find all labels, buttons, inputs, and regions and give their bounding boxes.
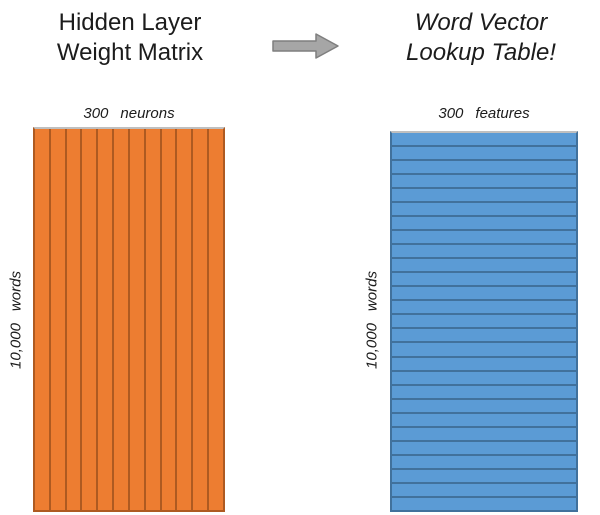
lookup-table-row: [392, 315, 576, 330]
lookup-table-row: [392, 161, 576, 176]
right-title-line2: Lookup Table!: [406, 39, 556, 66]
lookup-table-row: [392, 287, 576, 302]
right-arrow-icon: [272, 33, 339, 59]
hidden-layer-weight-matrix: [33, 127, 225, 512]
weight-matrix-column: [66, 129, 83, 510]
lookup-table-row: [392, 427, 576, 442]
right-top-label-unit: features: [475, 104, 530, 122]
lookup-table-row: [392, 189, 576, 204]
left-matrix-side-label: 10,000 words: [8, 271, 25, 369]
lookup-table-row: [392, 441, 576, 456]
lookup-table-row: [392, 273, 576, 288]
left-matrix-top-label: 300 neurons: [33, 103, 225, 123]
lookup-table-row: [392, 133, 576, 148]
lookup-table-row: [392, 259, 576, 274]
left-top-label-number: 300: [83, 104, 109, 122]
right-top-label-number: 300: [438, 104, 464, 122]
weight-matrix-column: [129, 129, 146, 510]
lookup-table-row: [392, 483, 576, 498]
lookup-table-row: [392, 357, 576, 372]
lookup-table-row: [392, 371, 576, 386]
left-side-label-number: 10,000: [7, 323, 25, 369]
weight-matrix-column: [98, 129, 115, 510]
right-matrix-top-label: 300 features: [390, 103, 578, 123]
lookup-table-row: [392, 329, 576, 344]
weight-matrix-column: [50, 129, 67, 510]
right-title-line1: Word Vector: [414, 9, 548, 36]
lookup-table-row: [392, 231, 576, 246]
lookup-table-row: [392, 497, 576, 510]
lookup-table-row: [392, 245, 576, 260]
lookup-table-row: [392, 343, 576, 358]
weight-matrix-column: [145, 129, 162, 510]
weight-matrix-column: [82, 129, 99, 510]
lookup-table-row: [392, 175, 576, 190]
lookup-table-row: [392, 413, 576, 428]
right-matrix-side-label: 10,000 words: [364, 271, 381, 369]
left-title: Hidden Layer Weight Matrix: [20, 8, 240, 68]
left-title-line2: Weight Matrix: [56, 39, 204, 66]
lookup-table-row: [392, 147, 576, 162]
lookup-table-row: [392, 385, 576, 400]
weight-matrix-column: [114, 129, 130, 510]
left-title-line1: Hidden Layer: [58, 9, 202, 36]
left-side-label-unit: words: [7, 271, 25, 312]
weight-matrix-column: [177, 129, 194, 510]
lookup-table-row: [392, 217, 576, 232]
lookup-table-row: [392, 399, 576, 414]
lookup-table-row: [392, 455, 576, 470]
lookup-table-row: [392, 301, 576, 316]
lookup-table-row: [392, 469, 576, 484]
left-top-label-unit: neurons: [120, 104, 175, 122]
word-vector-lookup-table: [390, 131, 578, 512]
lookup-table-row: [392, 203, 576, 218]
right-side-label-unit: words: [363, 271, 381, 312]
weight-matrix-column: [35, 129, 51, 510]
weight-matrix-column: [161, 129, 178, 510]
weight-matrix-column: [209, 129, 223, 510]
right-side-label-number: 10,000: [363, 323, 381, 369]
weight-matrix-column: [193, 129, 210, 510]
right-title: Word Vector Lookup Table!: [371, 8, 591, 68]
